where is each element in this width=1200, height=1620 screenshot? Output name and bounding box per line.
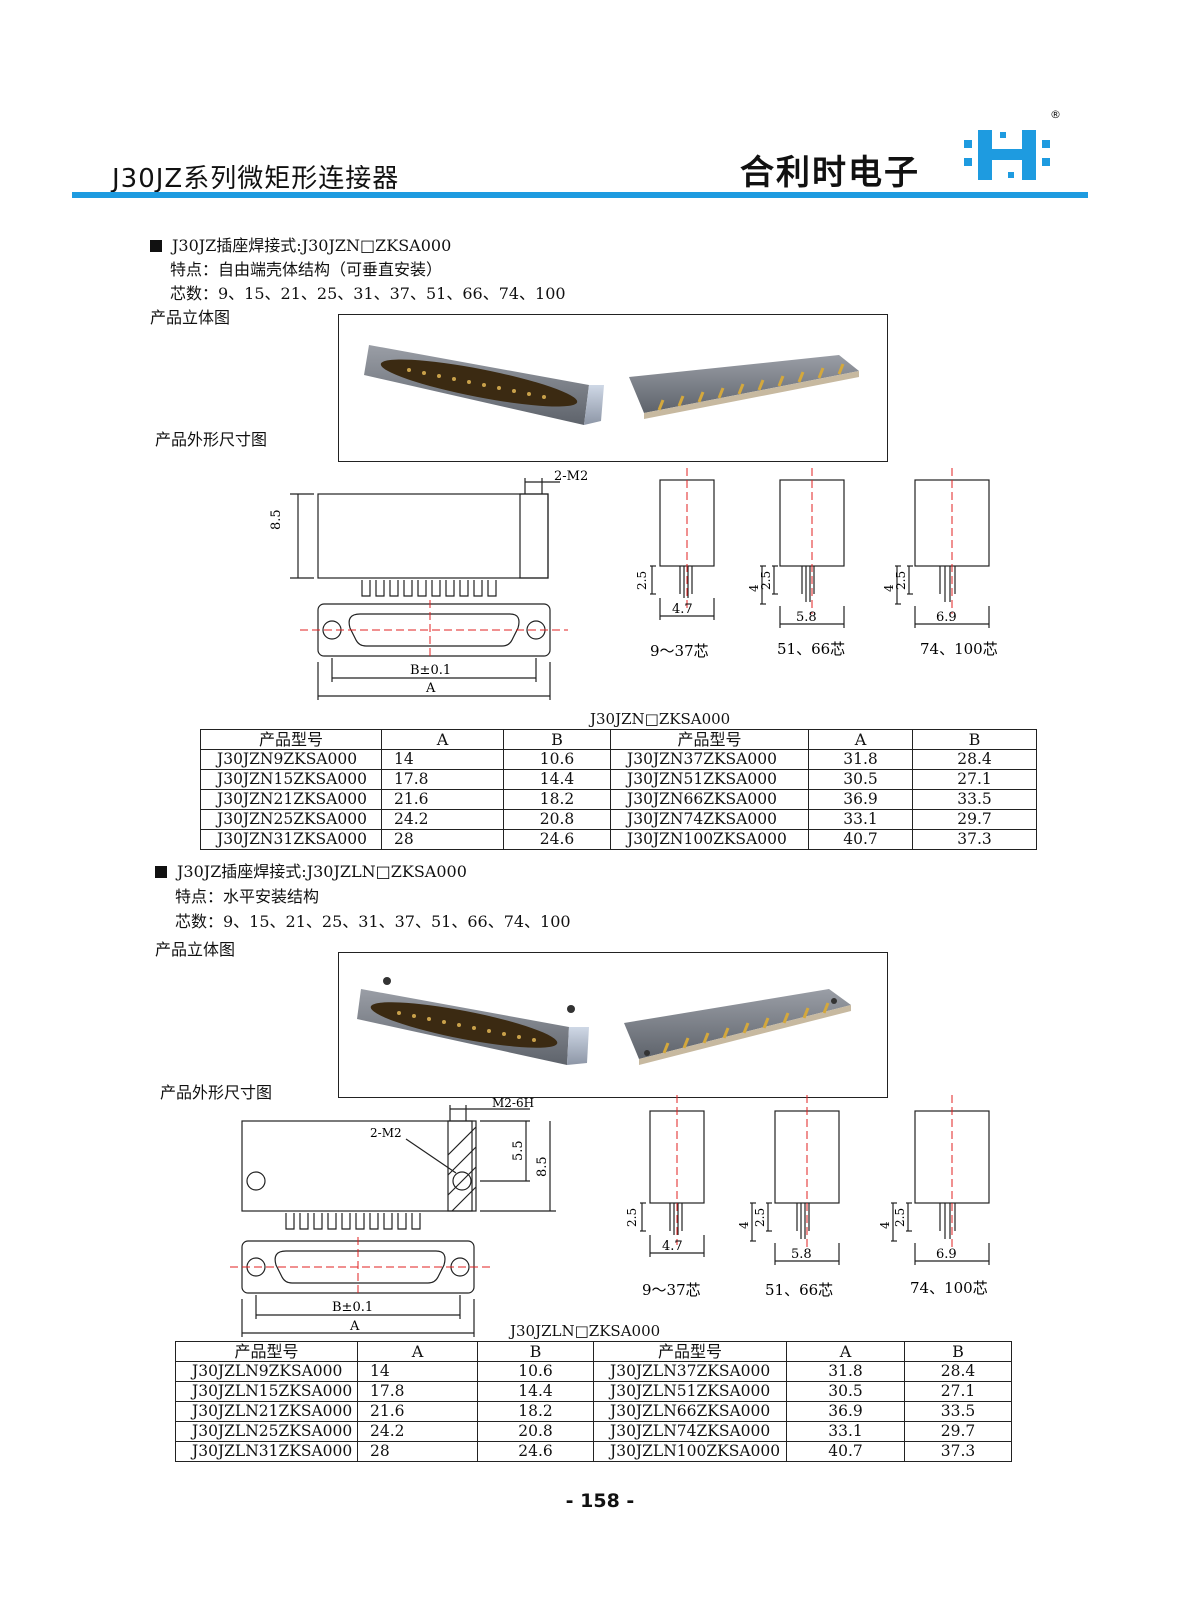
dim-58-label: 5.8 xyxy=(796,610,817,625)
table-header-row: 产品型号 A B 产品型号 A B xyxy=(175,1341,1012,1362)
dim-25-label: 2.5 xyxy=(635,571,649,590)
section1-pins: 芯数：9、15、21、25、31、37、51、66、74、100 xyxy=(170,284,566,303)
dim-47-label: 4.7 xyxy=(672,602,693,617)
section2-pins: 芯数：9、15、21、25、31、37、51、66、74、100 xyxy=(175,912,571,931)
col-model: 产品型号 xyxy=(175,1341,358,1362)
section1-photo-label: 产品立体图 xyxy=(150,308,231,327)
section2-product-photo xyxy=(338,952,888,1098)
table-header-row: 产品型号 A B 产品型号 A B xyxy=(200,729,1037,750)
dim-25-label-4: 2.5 xyxy=(625,1208,639,1227)
caption-51-66-2: 51、66芯 xyxy=(765,1281,833,1299)
section2-drawing-label: 产品外形尺寸图 xyxy=(160,1083,273,1102)
col-b-2: B xyxy=(904,1341,1012,1362)
dim-4-label: 4 xyxy=(747,584,761,592)
section2-heading: J30JZ插座焊接式:J30JZLN□ZKSA000 xyxy=(155,862,467,882)
connector-render-image xyxy=(364,345,859,425)
dim-m26h-label: M2-6H xyxy=(492,1096,534,1110)
dim-25-label-3: 2.5 xyxy=(894,571,908,590)
col-model-2: 产品型号 xyxy=(593,1341,787,1362)
square-bullet-icon xyxy=(155,866,167,878)
dim-85-label-2: 8.5 xyxy=(535,1156,550,1177)
dim-4-label-2: 4 xyxy=(882,584,896,592)
col-a-2: A xyxy=(786,1341,905,1362)
dim-25-label-6: 2.5 xyxy=(893,1208,907,1227)
dim-69-label: 6.9 xyxy=(936,610,957,625)
dim-b-label-2: B±0.1 xyxy=(332,1300,373,1315)
square-bullet-icon xyxy=(150,240,162,252)
col-a: A xyxy=(357,1341,478,1362)
dim-m2-label-2: 2-M2 xyxy=(370,1126,402,1140)
dim-m2-label: 2-M2 xyxy=(554,469,588,484)
col-b: B xyxy=(477,1341,594,1362)
dim-a-label-2: A xyxy=(349,1319,360,1334)
section2-outline-drawing: M2-6H 2-M2 5.5 8.5 B±0.1 A xyxy=(230,1096,556,1337)
connector-render-image-2 xyxy=(357,977,851,1065)
dim-69-label-2: 6.9 xyxy=(936,1247,957,1262)
section2-table-title: J30JZLN□ZKSA000 xyxy=(510,1322,661,1340)
dim-47-label-2: 4.7 xyxy=(662,1239,683,1254)
section2-pin-drawings: 2.5 4.7 4 2.5 5.8 4 2.5 6.9 9～37芯 51、66芯… xyxy=(625,1095,990,1299)
section2-feature: 特点：水平安装结构 xyxy=(175,887,320,906)
section2-photo-label: 产品立体图 xyxy=(155,940,236,959)
dim-4-label-4: 4 xyxy=(878,1221,892,1229)
caption-9-37: 9～37芯 xyxy=(650,642,709,660)
caption-74-100: 74、100芯 xyxy=(920,640,998,658)
company-logo xyxy=(964,130,1050,180)
section1-outline-drawing: 8.5 2-M2 B±0.1 A xyxy=(269,469,588,700)
dim-25-label-5: 2.5 xyxy=(753,1208,767,1227)
col-model: 产品型号 xyxy=(200,729,382,750)
registered-mark: ® xyxy=(1050,108,1061,121)
dim-height-label: 8.5 xyxy=(269,509,284,530)
section1-feature: 特点：自由端壳体结构（可垂直安装） xyxy=(170,260,443,279)
dim-55-label: 5.5 xyxy=(511,1140,526,1161)
caption-51-66: 51、66芯 xyxy=(777,640,845,658)
section1-pin-drawings: 2.5 4.7 4 2.5 5.8 4 2.5 6.9 9～37芯 51、66芯… xyxy=(635,468,998,660)
dim-58-label-2: 5.8 xyxy=(791,1247,812,1262)
col-a: A xyxy=(381,729,504,750)
section1-product-photo xyxy=(338,314,888,462)
dim-25-label-2: 2.5 xyxy=(759,571,773,590)
section1-drawing-label: 产品外形尺寸图 xyxy=(155,430,268,449)
section1-heading: J30JZ插座焊接式:J30JZN□ZKSA000 xyxy=(150,236,451,256)
page-title: J30JZ系列微矩形连接器 xyxy=(112,164,400,194)
col-model-2: 产品型号 xyxy=(610,729,809,750)
caption-9-37-2: 9～37芯 xyxy=(642,1281,701,1299)
header-rule xyxy=(72,192,1088,198)
col-a-2: A xyxy=(808,729,913,750)
dim-4-label-3: 4 xyxy=(737,1221,751,1229)
col-b-2: B xyxy=(912,729,1037,750)
page-number: - 158 - xyxy=(565,1490,635,1512)
dim-b-label: B±0.1 xyxy=(410,663,451,678)
company-name: 合利时电子 xyxy=(740,153,920,193)
dim-a-label: A xyxy=(425,681,436,696)
caption-74-100-2: 74、100芯 xyxy=(910,1279,988,1297)
col-b: B xyxy=(503,729,611,750)
section1-table-title: J30JZN□ZKSA000 xyxy=(590,710,731,728)
